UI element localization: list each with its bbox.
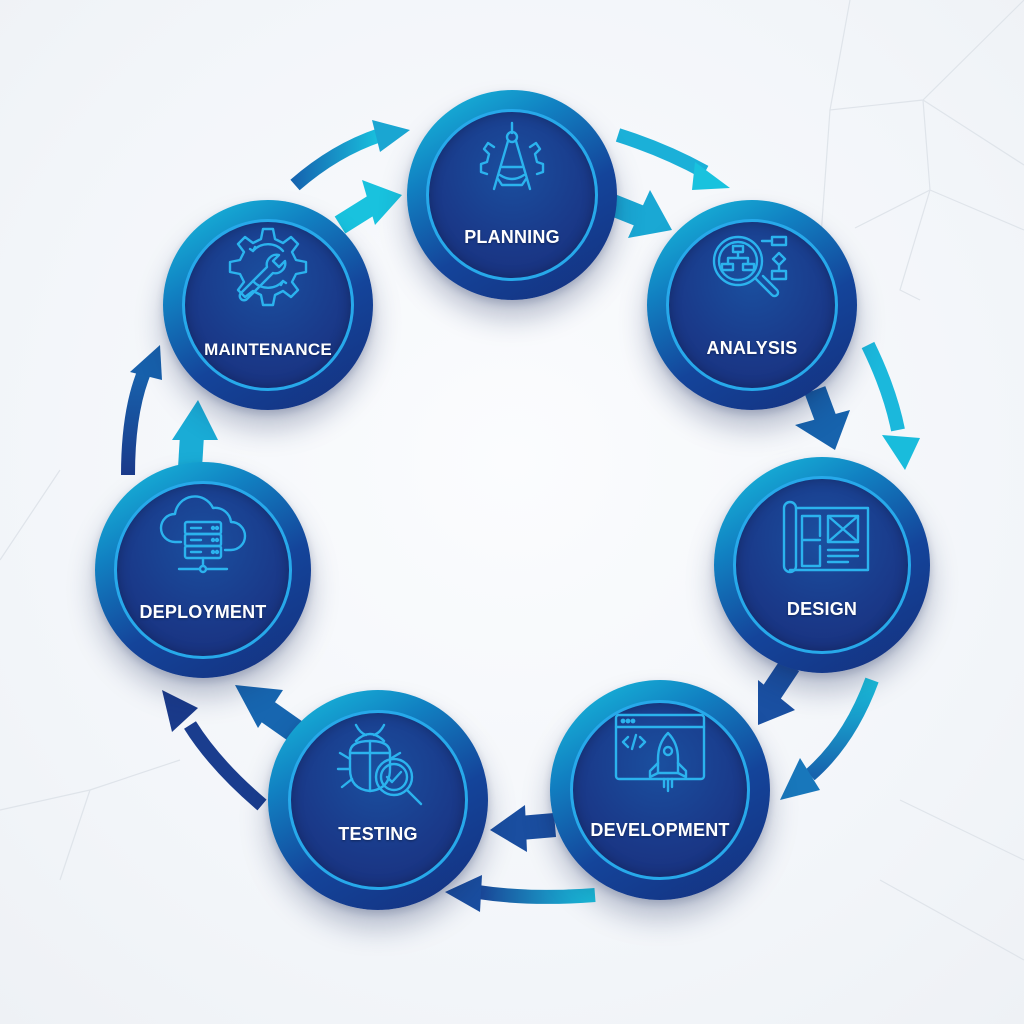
inner-arrow-analysis-to-design [795, 386, 850, 450]
stage-testing: TESTING [268, 690, 488, 910]
outer-arrow-plan-to-analysis [615, 128, 730, 190]
stage-development: DEVELOPMENT [550, 680, 770, 900]
stage-label: TESTING [338, 824, 418, 844]
stage-inner-ring [569, 699, 751, 881]
inner-arrow-deploy-to-maint [172, 400, 218, 469]
stage-inner-ring [287, 709, 469, 891]
inner-arrow-design-to-dev [758, 658, 800, 725]
outer-arrow-maint-to-plan [290, 120, 410, 191]
stage-inner-ring [425, 108, 599, 282]
inner-arrow-dev-to-test [490, 805, 557, 852]
stage-analysis: ANALYSIS [647, 200, 857, 410]
gear-wrench-icon [228, 227, 308, 307]
compass-gear-icon [479, 122, 545, 191]
stage-label: PLANNING [464, 227, 560, 247]
outer-arrow-deploy-to-maint [121, 345, 162, 476]
cloud-server-icon [159, 495, 247, 574]
stage-inner-ring [114, 481, 292, 659]
stage-label: DEVELOPMENT [590, 820, 730, 840]
outer-arrow-analysis-to-design [861, 341, 920, 470]
stage-label: DEPLOYMENT [139, 602, 267, 622]
stage-inner-ring [733, 476, 911, 654]
stage-label: MAINTENANCE [204, 340, 332, 359]
stage-label: DESIGN [786, 599, 858, 619]
stage-label: ANALYSIS [706, 338, 798, 358]
outer-arrow-dev-to-test [445, 875, 596, 912]
inner-arrow-maint-to-plan [334, 180, 402, 234]
stage-planning: PLANNING [407, 90, 617, 300]
bug-magnifier-check-icon [336, 723, 423, 805]
blueprint-icon [782, 500, 870, 573]
stage-design: DESIGN [714, 457, 930, 673]
stage-maintenance: MAINTENANCE [163, 200, 373, 410]
magnifier-flowchart-icon [712, 236, 788, 298]
stage-deployment: DEPLOYMENT [95, 462, 311, 678]
code-window-rocket-icon [614, 713, 706, 792]
outer-arrow-test-to-deploy [162, 690, 267, 811]
outer-arrow-design-to-dev [780, 677, 879, 800]
